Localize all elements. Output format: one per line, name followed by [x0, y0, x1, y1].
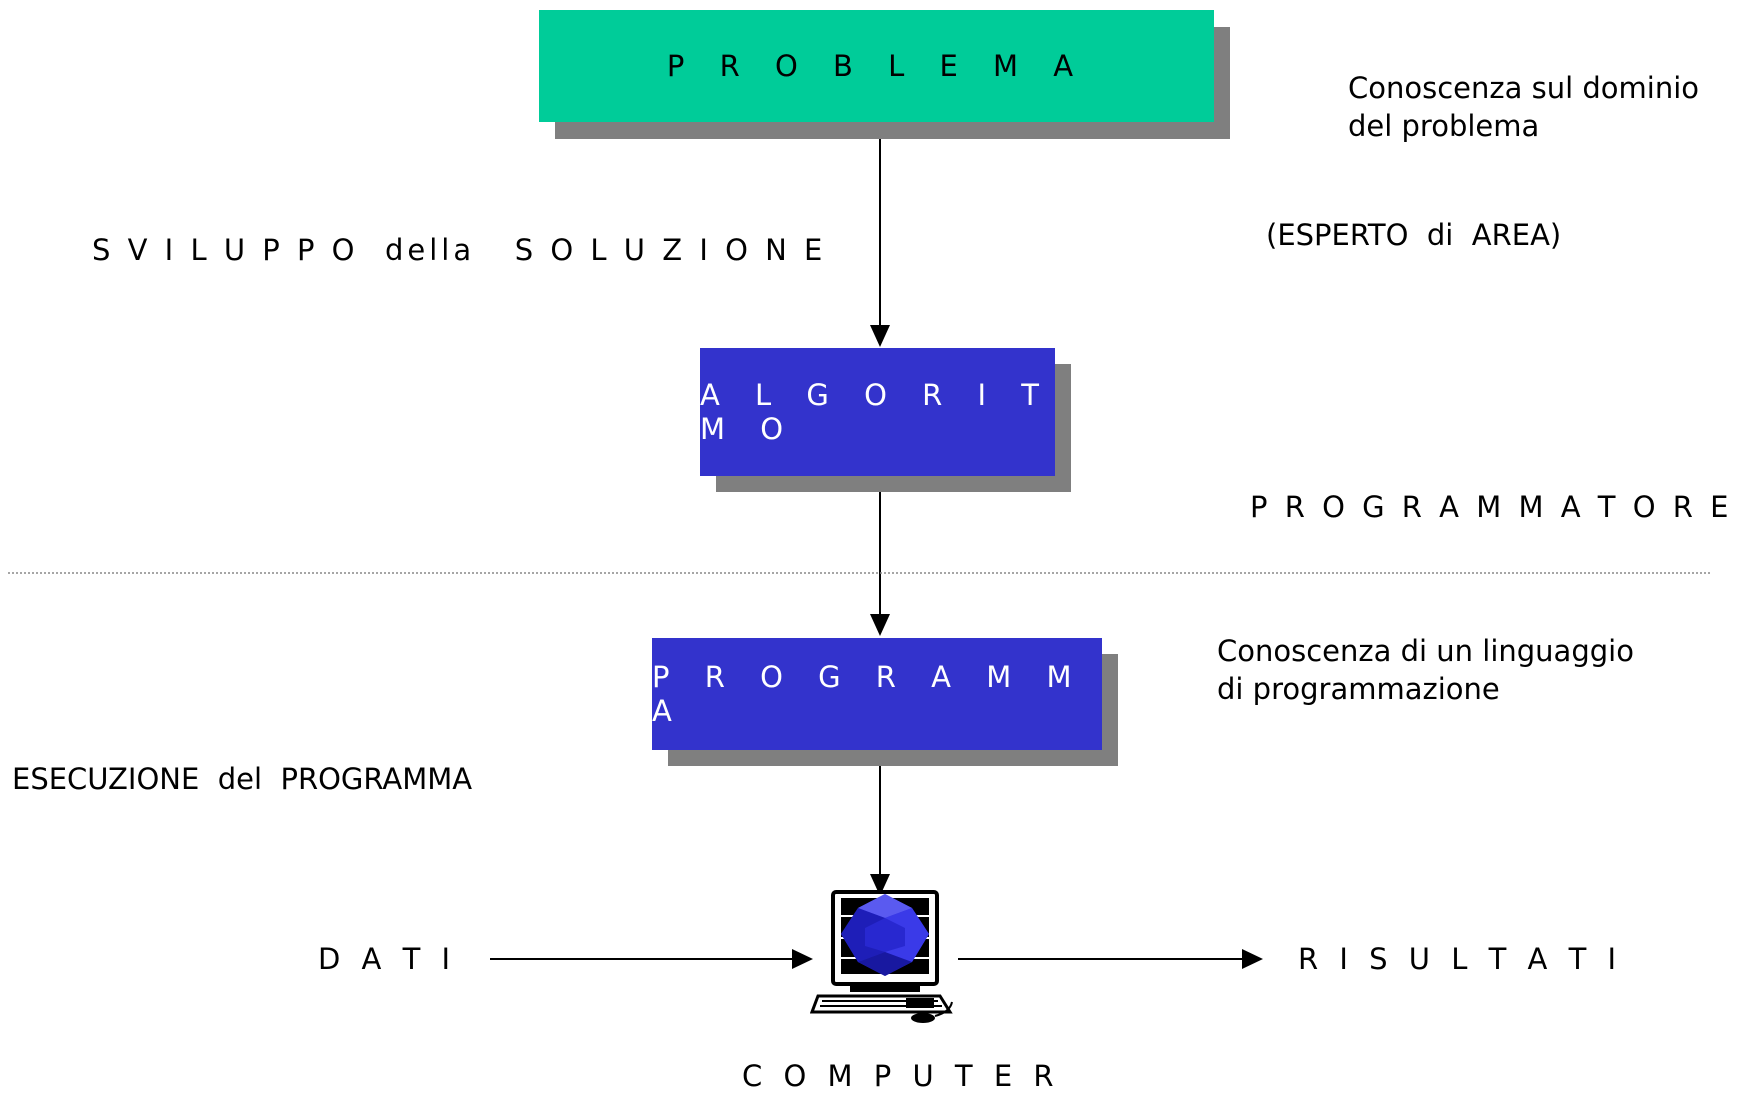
arrowhead-algoritmo: [870, 325, 890, 347]
programma-box: P R O G R A M M A: [652, 638, 1102, 750]
programmatore-label: P R O G R A M M A T O R E: [1250, 490, 1733, 524]
arrowhead-programma: [870, 614, 890, 636]
computer-label: C O M P U T E R: [742, 1059, 1060, 1093]
arrowhead-risultati: [1242, 949, 1263, 969]
problema-box: P R O B L E M A: [539, 10, 1214, 122]
programma-box-label: P R O G R A M M A: [652, 660, 1085, 728]
risultati-label: R I S U L T A T I: [1298, 942, 1623, 976]
problema-box-label: P R O B L E M A: [666, 49, 1087, 83]
esecuzione-label: ESECUZIONE del PROGRAMMA: [12, 762, 473, 796]
esperto-area-label: (ESPERTO di AREA): [1266, 218, 1562, 252]
algoritmo-box: A L G O R I T M O: [700, 348, 1055, 476]
algoritmo-box-label: A L G O R I T M O: [700, 378, 1053, 446]
dati-label: D A T I: [318, 942, 457, 976]
sviluppo-label: S V I L U P P O della S O L U Z I O N E: [92, 233, 827, 267]
arrowhead-computer: [870, 874, 890, 896]
conoscenza-dominio-label: Conoscenza sul dominio del problema: [1348, 69, 1699, 145]
conoscenza-dominio-line2: del problema: [1348, 109, 1540, 143]
conoscenza-linguaggio-line2: di programmazione: [1217, 672, 1500, 706]
arrowhead-dati: [792, 949, 813, 969]
conoscenza-dominio-line1: Conoscenza sul dominio: [1348, 71, 1700, 105]
computer-icon: [810, 890, 953, 1023]
conoscenza-linguaggio-label: Conoscenza di un linguaggio di programma…: [1217, 632, 1634, 708]
conoscenza-linguaggio-line1: Conoscenza di un linguaggio: [1217, 634, 1634, 668]
